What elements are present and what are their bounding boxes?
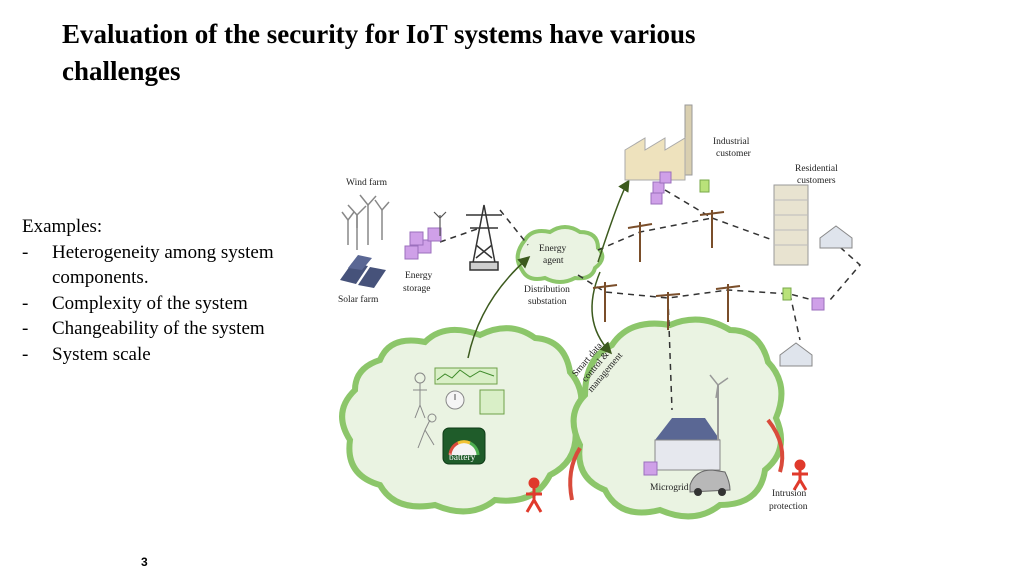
slide-title: Evaluation of the security for IoT syste… [62, 19, 696, 86]
example-text: Complexity of the system [52, 292, 248, 314]
label-battery: battery [449, 453, 476, 463]
page-number: 3 [141, 555, 148, 569]
energy-agent-cloud [515, 225, 605, 284]
label-residential: Residential [795, 164, 838, 174]
example-text: Heterogeneity among system components. [52, 241, 274, 289]
intruder-icon [525, 459, 808, 513]
house-icon [779, 225, 853, 367]
example-item: - Heterogeneity among system components. [22, 240, 322, 291]
label-distribution: Distribution [524, 285, 570, 295]
bullet-dash: - [22, 241, 29, 263]
label-customers: customers [797, 176, 836, 186]
examples-block: Examples: - Heterogeneity among system co… [22, 214, 322, 367]
energy-storage-icon [404, 227, 442, 260]
wind-turbine-icon [341, 194, 390, 250]
example-text: Changeability of the system [52, 318, 265, 339]
microgrid-cloud [570, 316, 785, 520]
battery-gauge-icon [442, 427, 486, 465]
label-agent: agent [543, 256, 564, 266]
solar-panel-icon [340, 255, 386, 288]
example-item: - Complexity of the system [22, 291, 322, 317]
label-storage: storage [403, 284, 430, 294]
home-cloud [339, 325, 585, 515]
examples-list: -Heterogeneity among system components. … [22, 240, 322, 368]
residential-storage-icon [782, 287, 825, 311]
label-energy: Energy [405, 271, 433, 281]
communication-links [467, 179, 630, 359]
example-item: - Changeability of the system [22, 316, 322, 342]
home-appliances-icon [413, 367, 505, 449]
example-text: System scale [52, 343, 151, 365]
shield-icon [568, 418, 785, 501]
bullet-dash: - [22, 343, 29, 365]
label-microgrid: Microgrid [650, 483, 689, 493]
label-intrusion: Intrusion [772, 489, 807, 499]
label-substation: substation [528, 297, 567, 307]
label-energy-agent: Energy [539, 244, 567, 254]
electric-car-icon [689, 469, 731, 496]
examples-heading: Examples: [22, 216, 103, 237]
factory-icon [624, 104, 710, 205]
utility-pole-icon [592, 210, 741, 330]
label-solar-farm: Solar farm [338, 294, 379, 305]
transmission-tower-icon [466, 204, 502, 271]
residential-building-icon [773, 184, 809, 266]
label-protection: protection [769, 502, 808, 512]
bullet-dash: - [22, 292, 29, 314]
antenna-icon [433, 211, 447, 236]
microgrid-house-icon [643, 374, 729, 476]
bullet-dash: - [22, 318, 29, 339]
example-item: - System scale [22, 342, 322, 368]
label-wind-farm: Wind farm [346, 177, 388, 188]
label-industrial: Industrial [713, 137, 750, 147]
label-customer: customer [716, 149, 752, 159]
